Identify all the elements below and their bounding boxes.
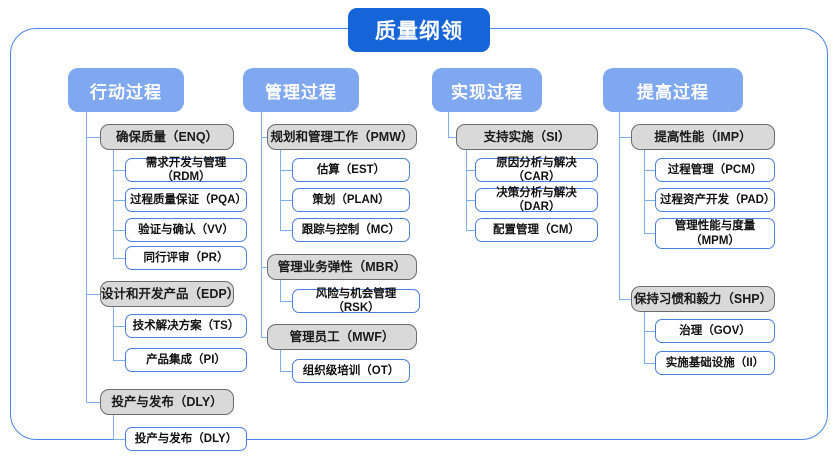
connector-leaf-2-0-0 xyxy=(466,170,475,172)
connector-trunk-col2 xyxy=(448,112,450,137)
connector-leaf-1-1-0 xyxy=(280,301,292,303)
leaf-box-1-1-0[interactable]: 风险与机会管理（RSK） xyxy=(292,288,420,314)
leaf-box-1-2-0[interactable]: 组织级培训（OT） xyxy=(292,359,410,383)
connector-stub-col0-g1 xyxy=(86,294,100,296)
connector-trunk-col3 xyxy=(619,112,621,299)
leaf-box-2-0-1[interactable]: 决策分析与解决（DAR） xyxy=(475,187,598,213)
connector-leaf-1-2-0 xyxy=(280,371,292,373)
group-box-1-2[interactable]: 管理员工（MWF） xyxy=(267,324,417,350)
diagram-title: 质量纲领 xyxy=(348,8,490,52)
leaf-box-0-2-0[interactable]: 投产与发布（DLY） xyxy=(125,427,247,451)
connector-leaf-0-0-0 xyxy=(113,170,125,172)
connector-leaf-0-2-0 xyxy=(113,439,125,441)
connector-leaf-0-1-0 xyxy=(113,326,125,328)
connector-stub-col2-g0 xyxy=(448,137,456,139)
connector-sub-3-0 xyxy=(644,150,646,233)
column-header-2[interactable]: 实现过程 xyxy=(432,68,542,112)
group-box-3-0[interactable]: 提高性能（IMP） xyxy=(631,124,775,150)
connector-trunk-col0 xyxy=(86,112,88,402)
connector-sub-2-0 xyxy=(466,150,468,230)
leaf-box-0-0-0[interactable]: 需求开发与管理（RDM） xyxy=(125,157,247,183)
connector-stub-col3-g0 xyxy=(619,137,631,139)
connector-leaf-2-0-2 xyxy=(466,230,475,232)
leaf-box-0-0-2[interactable]: 验证与确认（VV） xyxy=(125,218,247,242)
connector-stub-col0-g0 xyxy=(86,137,100,139)
connector-leaf-0-1-1 xyxy=(113,360,125,362)
connector-stub-col3-g1 xyxy=(619,299,631,301)
column-header-3[interactable]: 提高过程 xyxy=(603,68,743,112)
leaf-box-3-0-1[interactable]: 过程资产开发（PAD） xyxy=(655,188,775,212)
leaf-box-3-1-1[interactable]: 实施基础设施（II） xyxy=(655,351,775,375)
connector-leaf-0-0-2 xyxy=(113,230,125,232)
leaf-box-2-0-2[interactable]: 配置管理（CM） xyxy=(475,218,598,242)
connector-leaf-1-0-2 xyxy=(280,230,292,232)
connector-stub-col0-g2 xyxy=(86,402,100,404)
connector-leaf-2-0-1 xyxy=(466,200,475,202)
connector-stub-col1-g1 xyxy=(261,267,267,269)
connector-leaf-1-0-1 xyxy=(280,200,292,202)
group-box-0-0[interactable]: 确保质量（ENQ） xyxy=(100,124,234,150)
connector-sub-3-1 xyxy=(644,312,646,363)
column-header-0[interactable]: 行动过程 xyxy=(68,68,184,112)
connector-leaf-0-0-3 xyxy=(113,258,125,260)
connector-sub-0-0 xyxy=(113,150,115,258)
connector-leaf-3-1-0 xyxy=(644,331,655,333)
connector-sub-1-1 xyxy=(280,280,282,301)
group-box-1-0[interactable]: 规划和管理工作（PMW） xyxy=(267,124,417,150)
connector-sub-0-1 xyxy=(113,307,115,360)
group-box-2-0[interactable]: 支持实施（SI） xyxy=(456,124,598,150)
connector-sub-1-2 xyxy=(280,350,282,371)
connector-leaf-3-0-2 xyxy=(644,233,655,235)
leaf-box-2-0-0[interactable]: 原因分析与解决（CAR） xyxy=(475,157,598,183)
group-box-0-2[interactable]: 投产与发布（DLY） xyxy=(100,389,234,415)
leaf-box-1-0-0[interactable]: 估算（EST） xyxy=(292,158,410,182)
leaf-box-3-0-2[interactable]: 管理性能与度量 （MPM） xyxy=(655,218,775,249)
leaf-box-0-1-1[interactable]: 产品集成（PI） xyxy=(125,348,247,372)
connector-stub-col1-g2 xyxy=(261,337,267,339)
connector-leaf-1-0-0 xyxy=(280,170,292,172)
leaf-box-3-1-0[interactable]: 治理（GOV） xyxy=(655,319,775,343)
leaf-box-0-1-0[interactable]: 技术解决方案（TS） xyxy=(125,314,247,338)
leaf-box-1-0-2[interactable]: 跟踪与控制（MC） xyxy=(292,218,410,242)
leaf-box-3-0-0[interactable]: 过程管理（PCM） xyxy=(655,158,775,182)
connector-sub-1-0 xyxy=(280,150,282,230)
connector-leaf-3-0-1 xyxy=(644,200,655,202)
group-box-0-1[interactable]: 设计和开发产品（EDP） xyxy=(100,281,239,307)
leaf-box-0-0-3[interactable]: 同行评审（PR） xyxy=(125,246,247,270)
column-header-1[interactable]: 管理过程 xyxy=(243,68,359,112)
group-box-3-1[interactable]: 保持习惯和毅力（SHP） xyxy=(631,286,775,312)
leaf-box-0-0-1[interactable]: 过程质量保证（PQA） xyxy=(125,188,247,212)
connector-leaf-0-0-1 xyxy=(113,200,125,202)
connector-leaf-3-1-1 xyxy=(644,363,655,365)
group-box-1-1[interactable]: 管理业务弹性（MBR） xyxy=(267,254,417,280)
connector-stub-col1-g0 xyxy=(261,137,267,139)
connector-trunk-col1 xyxy=(261,112,263,337)
connector-leaf-3-0-0 xyxy=(644,170,655,172)
leaf-box-1-0-1[interactable]: 策划（PLAN） xyxy=(292,188,410,212)
connector-sub-0-2 xyxy=(113,415,115,439)
